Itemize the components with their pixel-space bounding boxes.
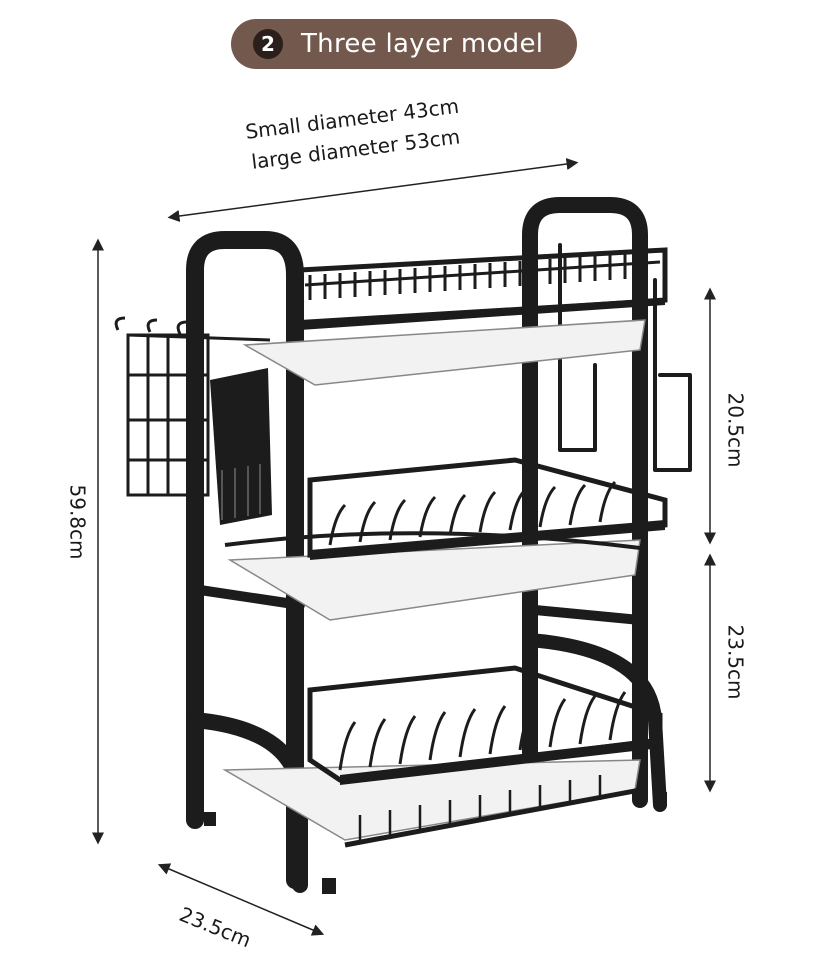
top-tier: [242, 247, 668, 386]
depth-dimension-line: [157, 863, 325, 936]
rack-feet: [204, 792, 667, 894]
chopstick-holder: [210, 368, 272, 525]
model-title: Three layer model: [301, 29, 544, 59]
upper-gap-label: 20.5cm: [723, 392, 748, 468]
model-number: 2: [253, 29, 283, 59]
width-dimension-line: [167, 158, 579, 222]
middle-tier: [224, 457, 668, 621]
height-total-label: 59.8cm: [65, 484, 90, 560]
lower-gap-label: 23.5cm: [723, 624, 748, 700]
model-badge: 2 Three layer model: [231, 19, 577, 69]
bottom-tier: [222, 665, 663, 848]
utensil-basket: [114, 316, 271, 497]
